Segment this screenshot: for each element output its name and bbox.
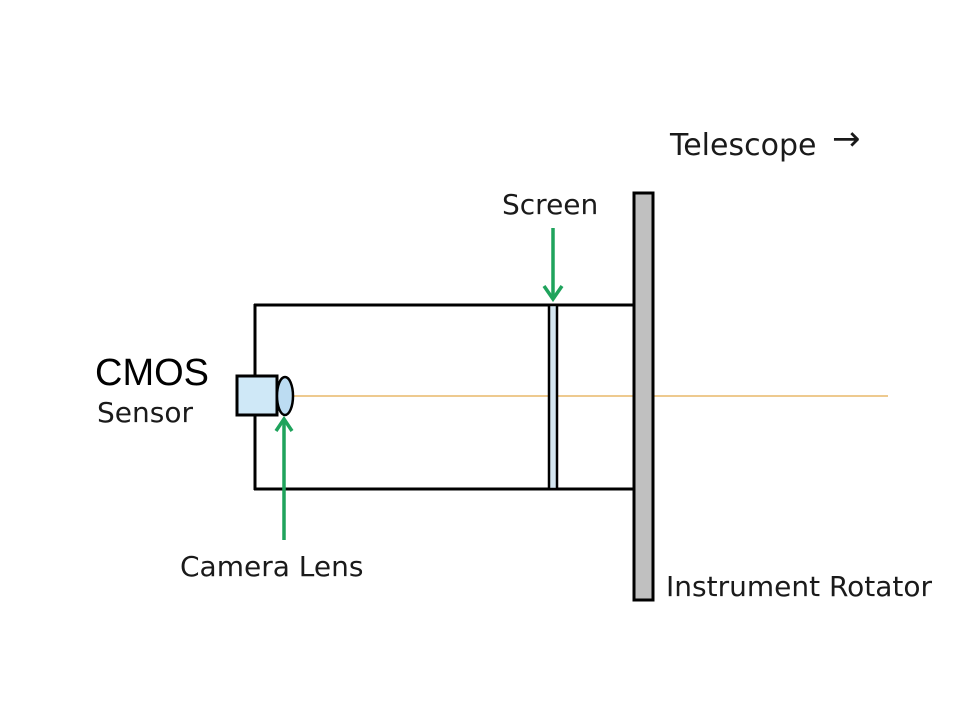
instrument-rotator: [632, 191, 655, 602]
sensor-label: Sensor: [97, 396, 193, 429]
telescope-arrow-icon: →: [832, 119, 861, 159]
telescope-label: Telescope: [669, 128, 816, 163]
camera-lens-label: Camera Lens: [180, 550, 363, 583]
screen-pointer-arrow: [542, 228, 564, 303]
camera-lens: [275, 375, 295, 417]
camera-lens-pointer-arrow: [274, 415, 294, 540]
cmos-label: CMOS: [95, 352, 209, 394]
screen: [547, 303, 559, 491]
cmos-sensor: [235, 374, 279, 417]
screen-label: Screen: [502, 188, 598, 221]
instrument-rotator-label: Instrument Rotator: [666, 570, 933, 603]
